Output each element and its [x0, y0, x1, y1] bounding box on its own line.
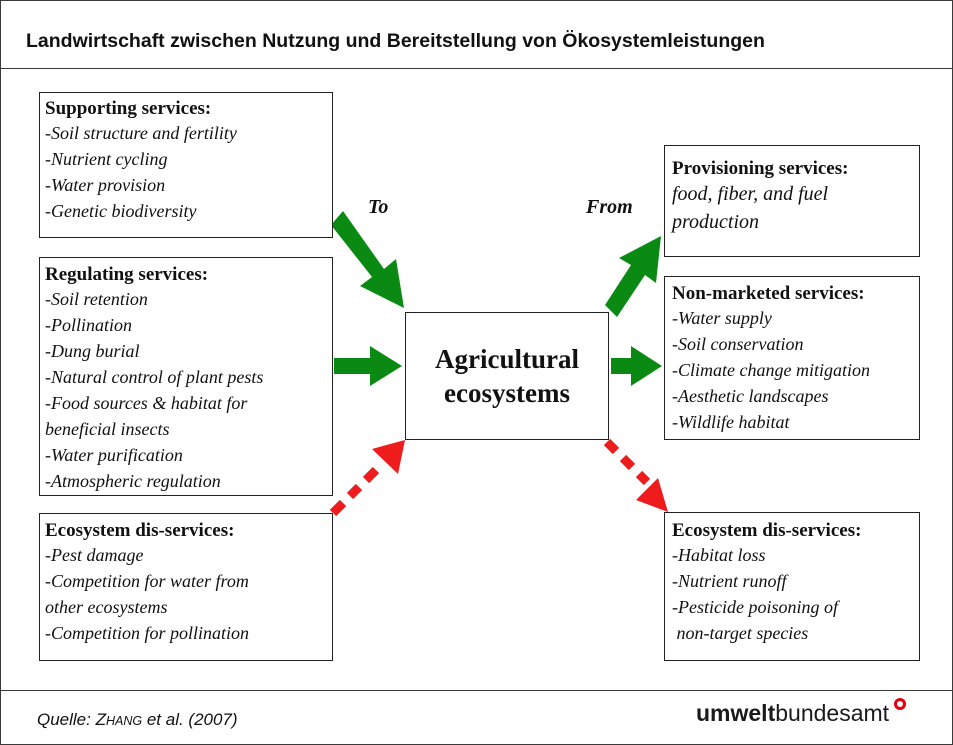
page-title: Landwirtschaft zwischen Nutzung und Bere… [26, 30, 765, 52]
supporting-services-heading: Supporting services: [45, 98, 212, 119]
disservices-output-heading: Ecosystem dis-services: [672, 520, 862, 541]
list-item: -Soil structure and fertility [45, 123, 237, 143]
non-marketed-services-heading: Non-marketed services: [672, 283, 865, 304]
source-prefix: Quelle: Z [37, 710, 106, 729]
list-item: -Pollination [45, 315, 132, 335]
regulating-services-box: Regulating services: -Soil retention -Po… [39, 257, 333, 496]
provisioning-services-box: Provisioning services: food, fiber, and … [664, 145, 920, 257]
arrow-center-to-disservices [603, 438, 668, 512]
list-item: -Nutrient runoff [672, 571, 787, 591]
provisioning-services-heading: Provisioning services: [672, 158, 849, 179]
list-item: -Pesticide poisoning of [672, 597, 838, 617]
agricultural-ecosystems-box: Agricultural ecosystems [405, 312, 609, 440]
list-item: food, fiber, and fuel [672, 183, 829, 205]
list-item: -Nutrient cycling [45, 149, 168, 169]
arrow-center-to-nonmarketed [611, 346, 662, 386]
list-item: -Competition for pollination [45, 623, 250, 643]
supporting-services-box: Supporting services: -Soil structure and… [39, 92, 333, 238]
list-item: non-target species [672, 623, 809, 643]
label-from: From [586, 196, 633, 218]
title-bar: Landwirtschaft zwischen Nutzung und Bere… [0, 0, 953, 69]
arrow-supporting-to-center [331, 211, 404, 308]
label-to: To [368, 196, 389, 218]
arrow-regulating-to-center [334, 346, 402, 386]
list-item: -Habitat loss [672, 545, 766, 565]
source-suffix: et al. (2007) [142, 710, 238, 729]
logo-regular-part: bundesamt [775, 700, 890, 726]
list-item: -Water provision [45, 175, 166, 195]
list-item: -Soil retention [45, 289, 148, 309]
list-item: -Wildlife habitat [672, 412, 790, 432]
regulating-services-heading: Regulating services: [45, 264, 209, 285]
list-item: -Natural control of plant pests [45, 367, 264, 387]
source-author-smallcaps: hang [105, 714, 143, 728]
umweltbundesamt-logo: umweltbundesamt [696, 698, 907, 727]
logo-ring-icon [894, 698, 907, 710]
list-item: -Competition for water from [45, 571, 249, 591]
list-item: beneficial insects [45, 419, 170, 439]
list-item: -Aesthetic landscapes [672, 386, 829, 406]
list-item: -Dung burial [45, 341, 140, 361]
center-line-1: Agricultural [435, 344, 579, 374]
center-line-2: ecosystems [444, 378, 570, 408]
disservices-input-heading: Ecosystem dis-services: [45, 520, 235, 541]
list-item: -Climate change mitigation [672, 360, 870, 380]
list-item: -Atmospheric regulation [45, 471, 221, 491]
footer-divider [0, 690, 953, 691]
list-item: -Soil conservation [672, 334, 804, 354]
non-marketed-services-box: Non-marketed services: -Water supply -So… [664, 276, 920, 440]
logo-bold-part: umwelt [696, 700, 776, 726]
arrow-disservices-to-center [329, 440, 405, 517]
list-item: other ecosystems [45, 597, 168, 617]
list-item: -Pest damage [45, 545, 144, 565]
list-item: -Water supply [672, 308, 772, 328]
ecosystem-disservices-input-box: Ecosystem dis-services: -Pest damage -Co… [39, 513, 333, 661]
source-citation: Quelle: Zhang et al. (2007) [37, 710, 238, 730]
arrow-center-to-provisioning [605, 236, 661, 317]
list-item: production [672, 211, 760, 233]
list-item: -Food sources & habitat for [45, 393, 248, 413]
list-item: -Genetic biodiversity [45, 201, 197, 221]
list-item: -Water purification [45, 445, 183, 465]
ecosystem-disservices-output-box: Ecosystem dis-services: -Habitat loss -N… [664, 512, 920, 661]
